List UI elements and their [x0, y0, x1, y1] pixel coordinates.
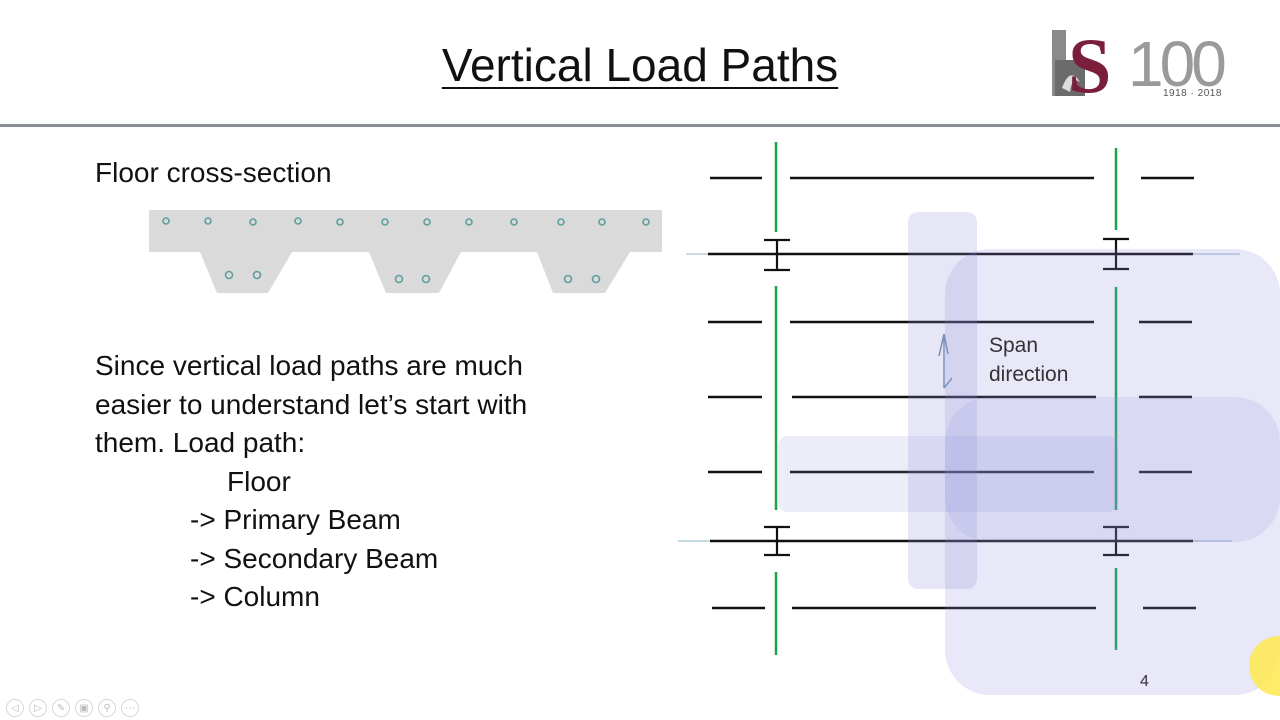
more-options-button[interactable]: ⋯: [121, 699, 139, 717]
strand: [249, 218, 257, 226]
highlight-overlays: [778, 212, 1280, 695]
i-section-icon: [1103, 237, 1129, 271]
next-slide-button[interactable]: ▷: [29, 699, 47, 717]
i-section-icon: [1103, 525, 1129, 557]
logo-letter-s: S: [1068, 26, 1111, 104]
strand: [557, 218, 565, 226]
highlight-region: [945, 397, 1280, 542]
body-line: them. Load path:: [95, 427, 306, 458]
load-path-floor: Floor: [227, 465, 291, 497]
prestress-strands: [162, 217, 650, 284]
laser-pointer-dot: [1249, 636, 1280, 696]
column-sections: [764, 237, 1129, 557]
highlight-strip: [908, 212, 977, 589]
strand: [591, 274, 601, 284]
next-arrow-icon: ▷: [34, 702, 42, 714]
highlight-region: [945, 249, 1280, 695]
pen-tool-button[interactable]: ✎: [52, 699, 70, 717]
load-path-secondary-beam: -> Secondary Beam: [190, 542, 439, 574]
strand: [336, 218, 344, 226]
span-direction-arrow-icon: [938, 333, 953, 389]
logo-years: 1918 · 2018: [1163, 88, 1222, 99]
body-line: Since vertical load paths are much: [95, 350, 523, 381]
strand: [642, 218, 650, 226]
highlight-strip: [778, 436, 1118, 512]
zoom-button[interactable]: ⚲: [98, 699, 116, 717]
span-label-line: Span: [989, 334, 1039, 357]
strand: [563, 274, 573, 284]
presentation-toolbar: ◁ ▷ ✎ ▣ ⚲ ⋯: [6, 699, 139, 717]
strand: [294, 217, 302, 225]
more-icon: ⋯: [125, 702, 135, 714]
span-label-line: direction: [989, 363, 1069, 386]
body-line: easier to understand let’s start with: [95, 388, 528, 420]
slide-title: Vertical Load Paths: [441, 39, 839, 91]
i-section-icon: [764, 238, 790, 272]
column-lines: [774, 142, 1118, 655]
floor-slab-shape: [149, 210, 662, 293]
strand: [381, 218, 389, 226]
slides-icon: ▣: [79, 702, 89, 714]
logo-number: 100: [1128, 28, 1225, 100]
prev-slide-button[interactable]: ◁: [6, 699, 24, 717]
strand: [224, 270, 234, 280]
pen-icon: ✎: [56, 702, 66, 714]
strand: [162, 217, 170, 225]
prev-arrow-icon: ◁: [11, 702, 19, 714]
zoom-icon: ⚲: [103, 702, 111, 714]
load-path-text: Since vertical load paths are much easie…: [95, 347, 527, 617]
strand: [510, 218, 518, 226]
load-path-column: -> Column: [190, 581, 320, 612]
strand: [465, 218, 473, 226]
strand: [252, 270, 262, 280]
i-section-icon: [764, 525, 790, 557]
section-subheading: Floor cross-section: [95, 157, 332, 188]
strand: [204, 217, 212, 225]
see-all-slides-button[interactable]: ▣: [75, 699, 93, 717]
span-direction-label: Span direction: [989, 331, 1068, 389]
strand: [423, 218, 431, 226]
logo-leaf-icon: [1062, 75, 1080, 92]
title-divider: [0, 124, 1280, 127]
load-path-primary-beam: -> Primary Beam: [190, 504, 401, 535]
strand: [394, 274, 404, 284]
strand: [421, 274, 431, 284]
page-number: 4: [1140, 673, 1149, 690]
slide-title-wrap: Vertical Load Paths: [0, 38, 1280, 92]
beam-lines: [708, 176, 1196, 610]
strand: [598, 218, 606, 226]
is100-logo: S 100: [1052, 26, 1229, 104]
